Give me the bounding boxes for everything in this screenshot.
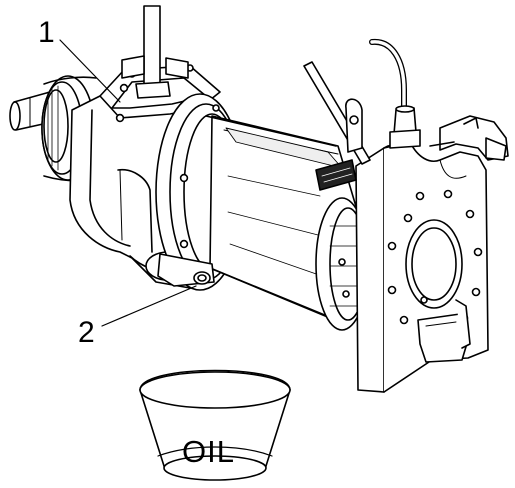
fill-rod [121,5,189,99]
callout-1-label: 1 [38,16,55,49]
drain-plug-housing [157,253,215,287]
mounting-bracket [355,139,489,393]
callout-2-label: 2 [78,316,95,349]
lifting-handle [303,61,371,191]
oil-container [139,369,291,481]
top-clamp [429,115,509,161]
power-cable [369,38,421,149]
callout-2-leader [101,285,197,327]
callout-1-leader [59,39,121,103]
oil-label: OIL [182,434,235,469]
